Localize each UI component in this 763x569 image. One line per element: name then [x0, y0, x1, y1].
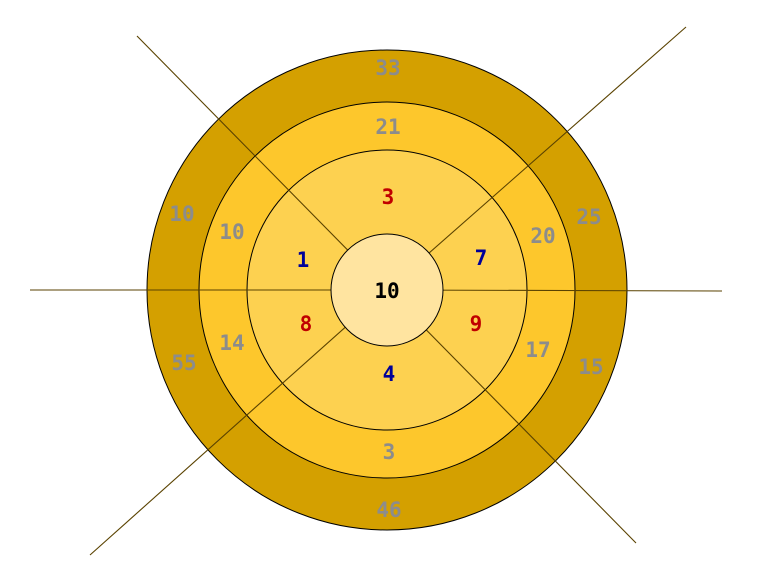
outer-top-value: 33: [375, 56, 400, 80]
middle-lower-left-value: 14: [219, 331, 244, 355]
middle-bottom-value: 3: [383, 440, 396, 464]
center-value: 10: [374, 279, 399, 303]
center-disc: [330, 233, 444, 347]
divider-upper-left: [136, 35, 388, 291]
outer-upper-right-value: 25: [576, 205, 601, 229]
sector-dividers: [30, 26, 723, 556]
divider-lower-right: [386, 289, 637, 544]
middle-upper-right-value: 20: [530, 224, 555, 248]
inner-upper-right-value: 7: [475, 246, 488, 270]
divider-upper-right: [386, 26, 687, 291]
divider-lower-left: [89, 289, 388, 556]
inner-lower-left-value: 8: [300, 312, 313, 336]
middle-lower-right-value: 17: [525, 338, 550, 362]
outer-lower-right-value: 15: [578, 355, 603, 379]
outer-upper-left-value: 10: [169, 202, 194, 226]
inner-top-value: 3: [382, 185, 395, 209]
inner-upper-left-value: 1: [297, 248, 310, 272]
middle-upper-left-value: 10: [219, 220, 244, 244]
outer-bottom-value: 46: [376, 498, 401, 522]
middle-top-value: 21: [375, 115, 400, 139]
inner-lower-right-value: 9: [470, 312, 483, 336]
inner-bottom-value: 4: [383, 362, 396, 386]
outer-lower-left-value: 55: [171, 351, 196, 375]
